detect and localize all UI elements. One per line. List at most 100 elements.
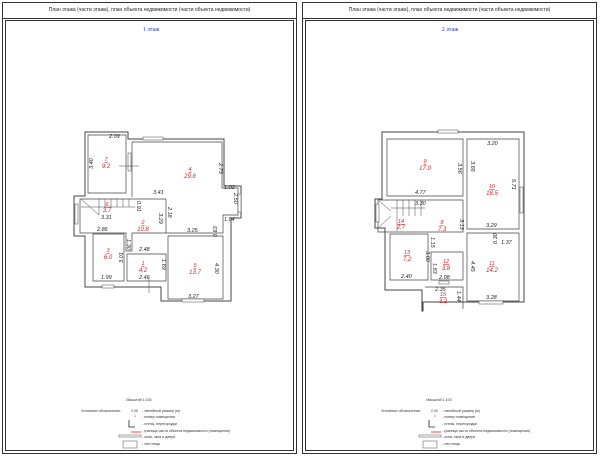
dimension-label: 0.30	[493, 232, 499, 244]
floor-label: 1 этаж	[143, 27, 160, 33]
drawing-area	[305, 20, 594, 451]
sheet-header: План этажа (части этажа), план объекта н…	[303, 3, 596, 19]
floor-label: 2 этаж	[442, 27, 459, 33]
floor-plan-1: 1 этаж 7 9.2 4 29.8 6 3.7	[73, 27, 242, 449]
dimension-label: 1.30	[125, 239, 131, 251]
dimension-label: 3.29	[157, 213, 163, 224]
dimension-label: 2.46	[138, 275, 151, 281]
dimension-label: 4.45	[469, 261, 475, 273]
dimension-label: 2.40	[400, 274, 413, 280]
legend-text: - граница части объекта недвижимости (по…	[442, 429, 530, 433]
dimension-label: 3.41	[153, 190, 164, 196]
dimension-label: 0.63	[213, 225, 219, 237]
legend-text: - граница части объекта недвижимости (по…	[142, 429, 230, 433]
room-number: 4	[188, 167, 191, 173]
label: 3.8	[442, 266, 451, 272]
legend-text: - лестница	[442, 442, 460, 446]
dimension-label: 2.50	[232, 192, 238, 205]
dimension-label: 1.44	[455, 291, 461, 302]
dimension-label: 2.18	[166, 206, 172, 219]
room-area: 6.0	[104, 255, 113, 261]
dimension-label: 3.29	[486, 223, 497, 229]
dimension-label: 2.35	[434, 287, 447, 293]
dimension-label: 3.01	[119, 252, 125, 263]
room-outline	[92, 233, 125, 282]
dimension-label: 2.48	[138, 247, 151, 253]
legend-text: Условные обозначения:	[81, 409, 121, 413]
dimensions: 3.20 3.56 3.66 5.71 4.77 3.30 3.13 3.29 …	[400, 141, 516, 302]
dimension-label: 1.15	[429, 237, 435, 249]
label: 11	[489, 261, 495, 267]
stairs	[80, 198, 135, 216]
dimension-label: 1.99	[101, 275, 112, 281]
dimension-label: 3.30	[415, 201, 427, 207]
dimension-label: 3.66	[469, 161, 475, 173]
room-area: 9.2	[102, 164, 111, 170]
sheet-header: План этажа (части этажа), план объекта н…	[3, 3, 296, 19]
legend-text: - стены, перегородки	[442, 422, 477, 426]
legend-text: - окна, окна и двери	[142, 435, 175, 439]
dimension-label: 3.20	[487, 141, 499, 147]
legend-text: - окна, окна и двери	[442, 435, 475, 439]
dimension-label: 1.02	[224, 185, 235, 191]
room-area: 13.7	[189, 270, 201, 276]
room-outline	[386, 138, 464, 197]
room-area: 29.8	[183, 174, 196, 180]
room-outline	[466, 232, 520, 302]
dimension-label: 2.73	[217, 162, 223, 175]
dimension-label: 5.71	[510, 179, 516, 190]
legend: Масштаб 1:100 Условные обозначения: 2,00…	[381, 398, 530, 449]
dimension-label: 2.86	[96, 227, 109, 233]
label: 17.0	[419, 166, 431, 172]
dimension-label: 3.40	[89, 157, 95, 169]
room-area: 4.2	[139, 268, 148, 274]
room-number: 2	[140, 220, 144, 226]
room-outline	[87, 134, 127, 194]
dimension-label: 1.83	[431, 263, 437, 275]
legend-text: - линейный размер (м)	[442, 409, 480, 413]
room-outline	[79, 198, 167, 252]
label: 15	[440, 292, 447, 298]
dimension-label: 2.09	[108, 134, 120, 140]
legend-text: - линейный размер (м)	[142, 409, 180, 413]
legend: Масштаб 1:100 Условные обозначения: 2,00…	[81, 398, 230, 449]
room-outline	[430, 251, 464, 281]
label: 7.2	[403, 257, 412, 263]
dimension-label: 3.56	[456, 163, 462, 175]
label: 14.2	[486, 268, 498, 274]
legend-text: 2,00	[431, 409, 438, 413]
legend-text: Масштаб 1:100	[126, 398, 151, 402]
legend-text: 1	[434, 414, 436, 418]
dimension-label: 3.28	[486, 295, 498, 301]
room-outline	[466, 138, 520, 230]
dimension-label: 1.69	[160, 259, 166, 270]
room-area: 3.7	[103, 208, 112, 214]
dimension-label: 2.08	[438, 275, 451, 281]
room-number: 1	[141, 261, 144, 267]
room-outline	[131, 141, 239, 234]
dimension-label: 4.30	[213, 263, 219, 275]
legend-text: 1	[134, 414, 136, 418]
label: 9	[423, 159, 426, 165]
dimension-label: 3.27	[188, 294, 200, 300]
legend-text: - номер помещения	[142, 415, 175, 419]
sheet-floor-2: План этажа (части этажа), план объекта н…	[302, 2, 597, 454]
label: 10	[489, 184, 496, 190]
windows	[74, 136, 242, 303]
label: 12	[443, 259, 449, 265]
label: 8	[440, 220, 444, 226]
room-labels: 7 9.2 4 29.8 6 3.7 2 10.8 3 6.0 1 4.2 5 …	[102, 157, 202, 276]
dimension-label: 3.25	[187, 228, 199, 234]
label: 7.3	[438, 227, 447, 233]
legend-text: Условные обозначения:	[381, 409, 421, 413]
room-area: 10.8	[137, 227, 149, 233]
label: 2.7	[396, 225, 406, 231]
dimension-label: 0.91	[135, 201, 141, 212]
room-outline	[126, 253, 167, 282]
room-outline	[425, 286, 464, 309]
room-number: 5	[193, 263, 197, 269]
dimensions: 2.09 3.40 2.73 1.02 2.50 1.04 3.41 0.91 …	[89, 134, 238, 300]
room-outline	[389, 233, 429, 281]
legend-text: 2,00	[131, 409, 138, 413]
room-labels: 9 17.0 10 18.5 14 2.7 8 7.3 13 7.2 12 3.…	[396, 159, 499, 305]
